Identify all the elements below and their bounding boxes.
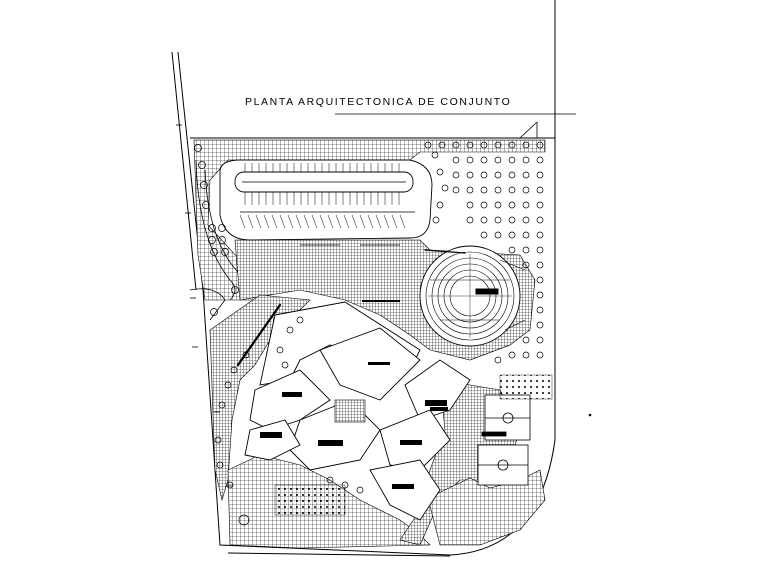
survey-ticks [176, 124, 592, 487]
building-labels [260, 300, 448, 489]
sports-courts [477, 394, 531, 486]
hedge-row [236, 249, 466, 367]
site-boundary [171, 0, 556, 557]
planters [274, 374, 553, 516]
drawing-title-block: PLANTA ARQUITECTONICA DE CONJUNTO [245, 96, 576, 139]
trees [194, 141, 544, 526]
north-arrow-icon [519, 121, 538, 139]
amphitheater [419, 245, 526, 347]
parking-lot [219, 159, 433, 246]
drawing-title: PLANTA ARQUITECTONICA DE CONJUNTO [245, 96, 511, 108]
